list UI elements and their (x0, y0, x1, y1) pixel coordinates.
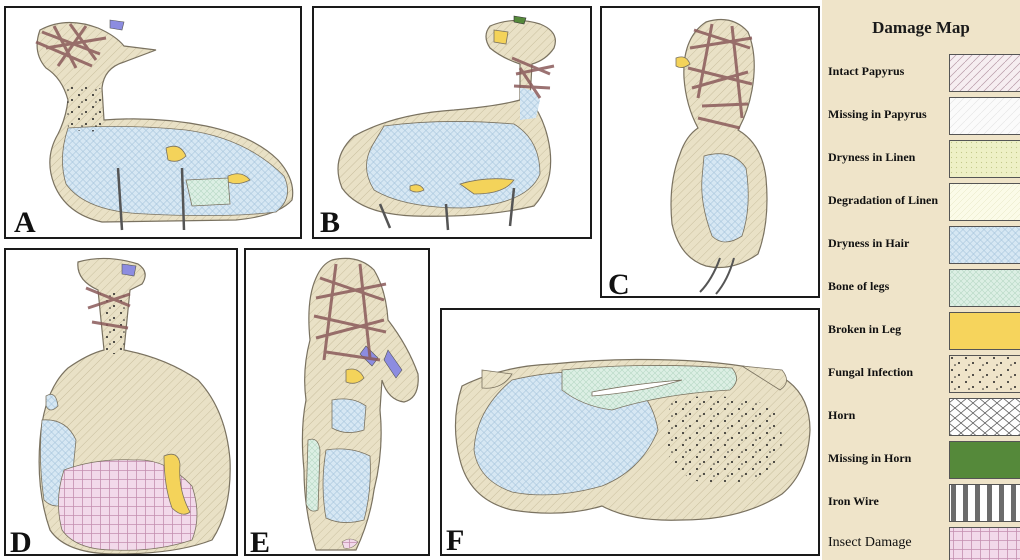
panel-label-e: E (250, 528, 270, 556)
legend-item-label: Fungal Infection (828, 365, 913, 380)
legend-item: Degradation of Linen (822, 181, 1020, 224)
legend-item-label: Dryness in Linen (828, 150, 915, 165)
legend-swatch-dryness-hair (949, 226, 1020, 264)
panel-e: E (244, 248, 430, 556)
legend-item-label: Horn (828, 408, 855, 423)
legend-item-label: Iron Wire (828, 494, 879, 509)
legend-item: Intact Papyrus (822, 52, 1020, 95)
legend-swatch-dryness-linen (949, 140, 1020, 178)
panel-d: D (4, 248, 238, 556)
legend-item: Bone of legs (822, 267, 1020, 310)
panel-label-f: F (446, 526, 464, 556)
panel-a: A (4, 6, 302, 239)
legend-swatch-horn (949, 398, 1020, 436)
legend-item-label: Intact Papyrus (828, 64, 904, 79)
mummy-drawing-e (246, 250, 430, 556)
panel-label-d: D (10, 528, 32, 556)
mummy-drawing-c (602, 8, 820, 298)
legend-item: Fungal Infection (822, 353, 1020, 396)
legend-item-label: Degradation of Linen (828, 193, 938, 208)
legend-item-label: Bone of legs (828, 279, 889, 294)
legend-swatch-missing-papyrus (949, 97, 1020, 135)
legend-item: Insect Damage (822, 525, 1020, 560)
legend-item-label: Missing in Horn (828, 451, 911, 466)
panel-label-b: B (320, 208, 340, 238)
legend-swatch-fungal (949, 355, 1020, 393)
legend-swatch-missing-horn (949, 441, 1020, 479)
legend-item: Missing in Horn (822, 439, 1020, 482)
legend-item-label: Dryness in Hair (828, 236, 909, 251)
legend-item: Dryness in Hair (822, 224, 1020, 267)
legend-swatch-bone-legs (949, 269, 1020, 307)
damage-map-legend: Damage Map Intact PapyrusMissing in Papy… (822, 0, 1020, 560)
legend-item: Iron Wire (822, 482, 1020, 525)
legend-swatch-insect (949, 527, 1020, 560)
legend-item: Broken in Leg (822, 310, 1020, 353)
legend-swatch-iron-wire (949, 484, 1020, 522)
panel-label-c: C (608, 270, 630, 298)
mummy-drawing-b (314, 8, 592, 239)
legend-item: Missing in Papyrus (822, 95, 1020, 138)
panel-label-a: A (14, 208, 36, 238)
mummy-drawing-f (442, 310, 820, 556)
legend-item-label: Insect Damage (828, 535, 912, 551)
legend-item-label: Broken in Leg (828, 322, 901, 337)
mummy-drawing-a (6, 8, 302, 239)
legend-title: Damage Map (822, 18, 1020, 38)
legend-item-label: Missing in Papyrus (828, 107, 927, 122)
panel-b: B (312, 6, 592, 239)
legend-item: Dryness in Linen (822, 138, 1020, 181)
legend-swatch-broken-leg (949, 312, 1020, 350)
legend-swatch-intact-papyrus (949, 54, 1020, 92)
panel-f: F (440, 308, 820, 556)
panel-c: C (600, 6, 820, 298)
legend-swatch-degradation-linen (949, 183, 1020, 221)
legend-item: Horn (822, 396, 1020, 439)
mummy-drawing-d (6, 250, 238, 556)
